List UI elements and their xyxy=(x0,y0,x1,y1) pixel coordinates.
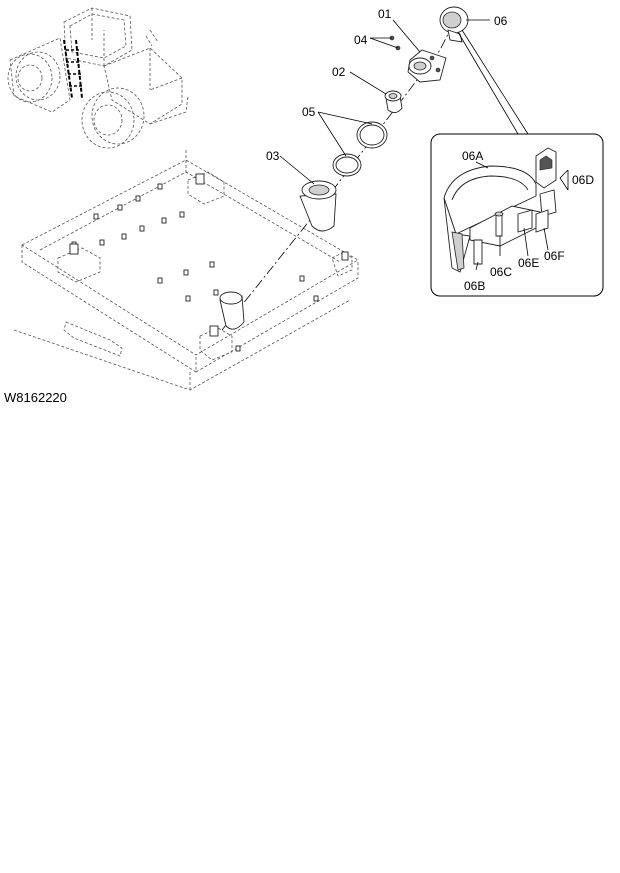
callout-leaders xyxy=(279,19,529,185)
callout-02: 02 xyxy=(332,65,346,79)
callout-06f: 06F xyxy=(544,249,565,263)
drawing-code: W8162220 xyxy=(4,390,67,405)
part-03-installed xyxy=(219,291,245,330)
callout-05: 05 xyxy=(302,105,316,119)
part-01-holder xyxy=(407,49,447,83)
plate-bolts xyxy=(71,183,319,352)
part-03-collar xyxy=(299,180,337,232)
part-06-cap xyxy=(439,6,469,43)
callout-06c: 06C xyxy=(490,265,512,279)
callout-03: 03 xyxy=(266,149,280,163)
part-02-bushing xyxy=(384,90,403,113)
callout-06: 06 xyxy=(494,14,508,28)
callout-06a: 06A xyxy=(462,149,483,163)
callout-06b: 06B xyxy=(464,279,485,293)
callout-06d: 06D xyxy=(572,173,594,187)
part-05-ring-lower xyxy=(332,153,362,177)
callout-01: 01 xyxy=(378,7,392,21)
floor-plate xyxy=(13,150,359,391)
machine-thumbnail xyxy=(7,7,189,149)
detail-view-06 xyxy=(430,133,604,297)
callout-06e: 06E xyxy=(518,256,539,270)
part-05-ring-upper xyxy=(356,121,388,149)
callout-04: 04 xyxy=(354,33,368,47)
